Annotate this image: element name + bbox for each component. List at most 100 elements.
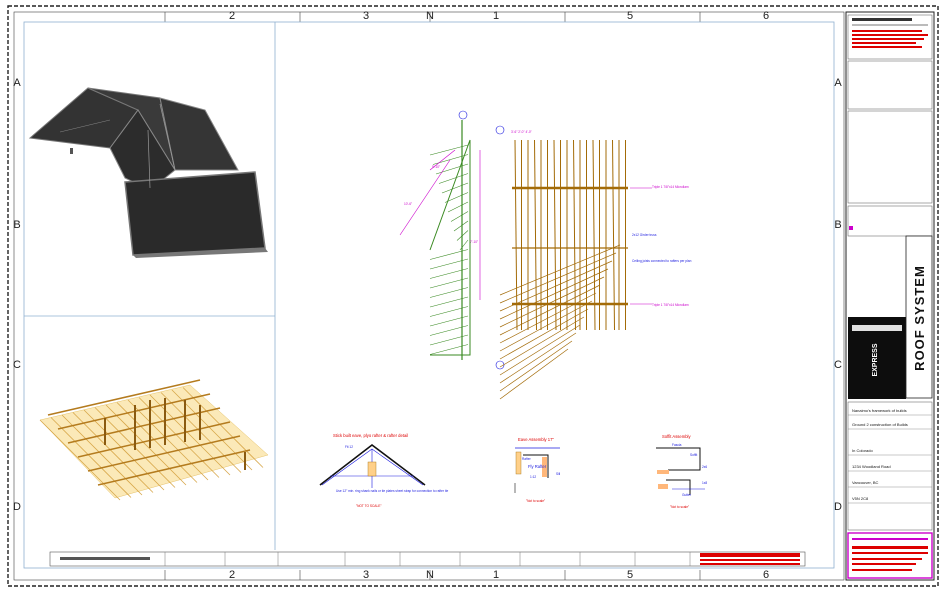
grid-column-label: 1 [493, 569, 499, 581]
plan-callout: Triple 1 7/8"x14 Microllam [652, 185, 689, 189]
eave-fit-note: Fit 12 [345, 445, 353, 449]
grid-column-label: 6 [763, 569, 769, 581]
grid-column-label: 2 [229, 569, 235, 581]
framing-member [127, 399, 209, 481]
elevation-rafter [447, 201, 469, 213]
logo-text: EXPRESS [872, 343, 879, 376]
soffit-detail-title: Soffit Assembly [662, 434, 691, 439]
dimension-line [429, 149, 456, 171]
elevation-rafter [459, 239, 469, 251]
fascia-pitch: 1:12 [530, 475, 536, 479]
hip-jack-rafter [499, 268, 609, 320]
grid-row-label: B [13, 219, 20, 231]
framing-beam [87, 435, 241, 472]
soffit-detail: Soffit Assembly Fascia Soffit Gutter 2x6… [656, 434, 707, 509]
soffit-label-fascia: Fascia [672, 443, 682, 447]
grid-row-label: D [13, 501, 21, 513]
plan-dimension: 5'-10" [432, 165, 440, 169]
eave-note: Use 12" min. ring shank nails or tie pla… [336, 489, 448, 493]
hip-jack-rafter [499, 284, 601, 336]
title-block-line: Ground 2 construction of Builds [852, 422, 908, 427]
framing-member [138, 397, 220, 478]
framing-member [61, 414, 143, 496]
fascia-label-rafter: Rafter [522, 457, 532, 461]
roof-plan-view: 5'-10"10'-6"7'-10"3'-6" 2'-0" 4'-0"Tripl… [399, 110, 692, 400]
elevation-marker [458, 110, 468, 120]
hip-jack-rafter [499, 340, 573, 392]
framing-member [50, 417, 132, 498]
dimension-line [399, 159, 451, 236]
hip-jack-rafter [499, 276, 605, 328]
title-block-line: Vancouver, BC [852, 480, 878, 485]
grid-column-label: N [426, 569, 434, 581]
hip-jack-rafter [499, 332, 577, 384]
soffit-size-1: 2x6 [702, 465, 707, 469]
rafter [592, 139, 596, 331]
soffit-label-soffit: Soffit [690, 453, 697, 457]
drawing-frame [13, 11, 845, 581]
framing-member [149, 394, 231, 476]
grid-row-label: C [834, 359, 842, 371]
rafter [553, 139, 557, 331]
title-block-line: V5N 2C8 [852, 496, 869, 501]
grid-row-label: A [834, 77, 842, 89]
eave-tag: "NOT TO SCALE" [356, 504, 381, 508]
framing-member [39, 419, 121, 501]
plan-dimension: 7'-10" [470, 240, 478, 244]
grid-row-label: A [13, 77, 21, 89]
rafter [573, 139, 576, 331]
fascia-label-sill: Sill [556, 472, 561, 476]
brand-vertical: ROOF SYSTEM [912, 265, 927, 371]
rafter [534, 139, 537, 331]
plan-callout: Triple 1 7/8"x14 Microllam [652, 303, 689, 307]
framing-beam [67, 407, 221, 444]
grid-column-label: 3 [363, 10, 369, 22]
hip-jack-rafter [499, 308, 589, 360]
hip-jack-rafter [499, 244, 621, 296]
fascia-detail-title: Eave Assembly 17" [518, 437, 554, 442]
title-block: EXPRESS ROOF SYSTEM Nanaimo's framework … [845, 11, 935, 581]
framing-member [72, 412, 154, 493]
framing-member [105, 404, 187, 486]
grid-column-label: 2 [229, 10, 235, 22]
hip-jack-rafter [499, 324, 581, 376]
elevation-outline [429, 139, 471, 356]
elevation-rafter [450, 211, 469, 222]
hip-jack-rafter [499, 300, 593, 352]
framing-beam [47, 379, 201, 416]
roof-3d-view [28, 87, 268, 258]
soffit-label-gutter: Gutter [682, 493, 692, 497]
rafter [612, 139, 615, 331]
framing-member [182, 387, 264, 468]
hip-jack-rafter [499, 252, 617, 304]
grid-row-label: C [13, 359, 21, 371]
framing-3d-view [39, 379, 269, 501]
sheet-border [7, 5, 939, 587]
elevation-rafter [435, 163, 469, 175]
hip-jack-rafter [499, 260, 613, 312]
framing-beam [97, 449, 251, 486]
eave-detail-title: Stick built eave, plyo rafter & rafter d… [333, 433, 408, 438]
eave-detail: Stick built eave, plyo rafter & rafter d… [319, 433, 448, 508]
hip-jack-rafter [499, 316, 585, 368]
grid-row-label: B [834, 219, 841, 231]
plan-callout: Ceiling joists connected to rafters per … [632, 259, 692, 263]
hip-jack-rafter [499, 292, 597, 344]
grid-column-label: 5 [627, 569, 633, 581]
fascia-tag: "Not to scale" [526, 499, 545, 503]
elevation-rafter [441, 182, 469, 194]
grid-column-label: N [426, 10, 434, 22]
elevation-rafter [453, 220, 469, 232]
plan-top-dimension: 3'-6" 2'-0" 4'-0" [511, 130, 532, 134]
title-block-line: In Colorado [852, 448, 873, 453]
viewport-frame [23, 21, 835, 569]
grid-column-label: 6 [763, 10, 769, 22]
title-block-line: Nanaimo's framework of builds [852, 408, 907, 413]
sheet-strip [49, 551, 806, 567]
elevation-rafter [444, 192, 469, 203]
grid-column-label: 1 [493, 10, 499, 22]
grid-column-label: 3 [363, 569, 369, 581]
